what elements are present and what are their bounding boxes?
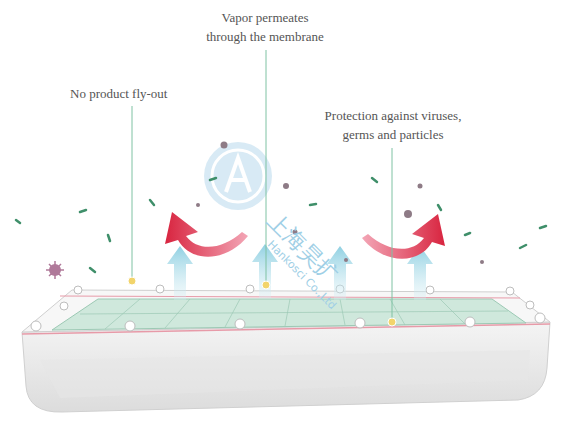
callout-label: No product fly-out: [70, 84, 167, 103]
callout-label: Protection against viruses, germs and pa…: [310, 106, 476, 144]
virus-icon: [46, 261, 64, 279]
leader-lines: [128, 50, 396, 326]
tray: [22, 285, 550, 412]
watermark-logo: [204, 142, 272, 210]
callout-label: Vapor permeates through the membrane: [202, 8, 328, 46]
